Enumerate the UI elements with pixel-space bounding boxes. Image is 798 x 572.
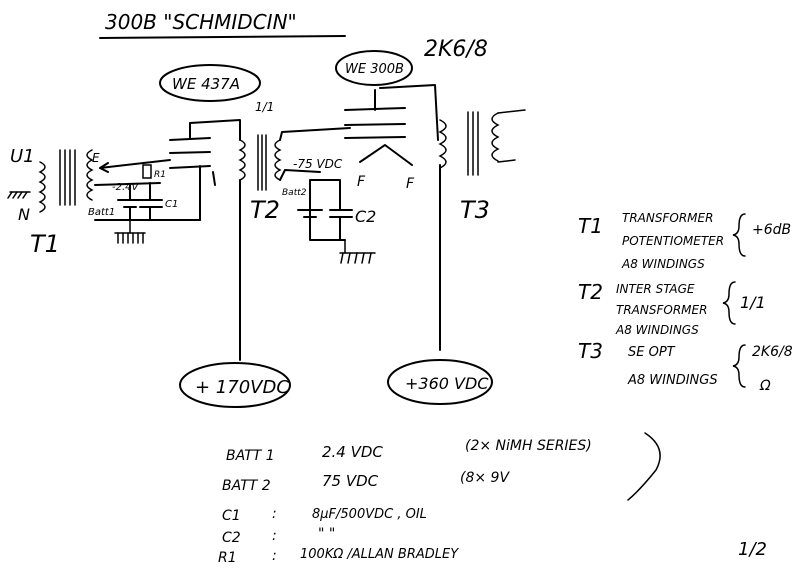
parts-list: BATT 1 2.4 VDC (2× NiMH SERIES) BATT 2 7… xyxy=(218,438,592,566)
t2-transformer xyxy=(238,134,282,191)
t2-label: T2 xyxy=(250,196,280,224)
filament-f2-label: F xyxy=(406,176,415,192)
ground-t1 xyxy=(7,191,31,199)
driver-tube-symbol xyxy=(169,119,241,221)
output-impedance-label: 2K6/8 xyxy=(424,37,488,62)
legend-t2-note: 1/1 xyxy=(740,293,766,312)
part-sep: : xyxy=(272,528,277,544)
t1-transformer xyxy=(38,149,94,213)
bias1-label: -2.4V xyxy=(112,182,140,193)
legend-t1-line-3: A8 WINDINGS xyxy=(621,257,705,271)
output-tube-ellipse xyxy=(335,50,413,86)
legend-t1-label: T1 xyxy=(578,214,603,238)
bias2-label: -75 VDC xyxy=(293,157,343,171)
output-tube-symbol xyxy=(344,84,439,166)
r1-label: R1 xyxy=(154,170,166,180)
diagram-title: 300B "SCHMIDCIN" xyxy=(105,10,297,34)
driver-supply-ellipse xyxy=(179,362,291,408)
part-row: BATT 2 75 VDC (8× 9V xyxy=(222,470,510,494)
legend-t1-line-1: TRANSFORMER xyxy=(622,211,713,225)
part-ref: C1 xyxy=(222,508,241,524)
legend-t2-line-2: TRANSFORMER xyxy=(616,303,707,317)
part-row: C1 : 8μF/500VDC , OIL xyxy=(222,506,427,524)
part-value: 8μF/500VDC , OIL xyxy=(312,507,427,522)
grid-wiring-1 xyxy=(94,182,201,221)
part-value: 2.4 VDC xyxy=(322,443,383,461)
legend-t1-line-2: POTENTIOMETER xyxy=(622,234,724,248)
ground-driver xyxy=(114,219,146,244)
batt2-symbol xyxy=(297,209,323,218)
part-row: C2 : " " xyxy=(222,526,335,546)
driver-supply-label: + 170VDC xyxy=(195,377,289,398)
legend-t3-label: T3 xyxy=(578,339,603,363)
title-underline xyxy=(99,35,346,39)
legend-t3-note-2: Ω xyxy=(759,378,771,394)
t2-ratio-label: 1/1 xyxy=(255,100,274,114)
part-ref: BATT 1 xyxy=(226,448,275,464)
output-supply-label: +360 VDC xyxy=(405,374,489,393)
wiper-arrow xyxy=(99,159,171,173)
legend-t2-label: T2 xyxy=(578,280,603,304)
part-ref: R1 xyxy=(218,550,237,566)
legend-t3: T3 SE OPT A8 WINDINGS 2K6/8 Ω xyxy=(578,339,793,394)
output-supply-ellipse xyxy=(387,359,493,405)
ground-bias2 xyxy=(339,239,376,264)
legend-t3-note-1: 2K6/8 xyxy=(752,344,793,360)
n-label: N xyxy=(18,205,30,224)
u1-label: U1 xyxy=(10,146,35,167)
filament-f1-label: F xyxy=(357,174,366,190)
legend-t1-note: +6dB xyxy=(752,222,791,238)
batt1-label: Batt1 xyxy=(88,207,115,218)
c1-capacitor xyxy=(139,199,163,208)
part-value: " " xyxy=(318,526,335,542)
t3-label: T3 xyxy=(460,196,490,224)
legend-t3-line-2: A8 WINDINGS xyxy=(627,373,718,388)
batt2-label: Batt2 xyxy=(282,188,307,198)
part-sep: : xyxy=(272,548,277,564)
driver-tube-ellipse xyxy=(159,64,261,102)
c2-label: C2 xyxy=(355,207,376,226)
part-extra: (8× 9V xyxy=(460,470,510,486)
part-row: R1 : 100KΩ /ALLAN BRADLEY xyxy=(218,547,459,566)
output-tube-label: WE 300B xyxy=(345,62,404,77)
t1-label: T1 xyxy=(30,230,60,258)
r1-resistor xyxy=(142,164,152,179)
batt1-symbol xyxy=(117,199,143,208)
part-ref: C2 xyxy=(222,530,241,546)
page-number: 1/2 xyxy=(738,539,767,560)
e-label: E xyxy=(92,151,100,165)
legend-t2: T2 INTER STAGE TRANSFORMER A8 WINDINGS 1… xyxy=(578,280,766,337)
legend-t1: T1 TRANSFORMER POTENTIOMETER A8 WINDINGS… xyxy=(578,211,791,271)
t2-secondary-wiring xyxy=(279,127,351,181)
legend-t2-line-1: INTER STAGE xyxy=(616,282,695,296)
legend-t2-line-3: A8 WINDINGS xyxy=(615,323,699,337)
c1-label: C1 xyxy=(165,199,178,210)
legend-t3-line-1: SE OPT xyxy=(628,345,676,360)
part-value: 100KΩ /ALLAN BRADLEY xyxy=(300,547,459,562)
part-extra: (2× NiMH SERIES) xyxy=(465,438,592,454)
driver-tube-label: WE 437A xyxy=(172,75,240,93)
part-value: 75 VDC xyxy=(322,472,379,490)
parts-bracket xyxy=(627,432,661,501)
t3-transformer xyxy=(438,109,526,176)
c2-capacitor xyxy=(329,209,353,218)
part-row: BATT 1 2.4 VDC (2× NiMH SERIES) xyxy=(226,438,592,464)
part-sep: : xyxy=(272,506,277,522)
part-ref: BATT 2 xyxy=(222,478,271,494)
